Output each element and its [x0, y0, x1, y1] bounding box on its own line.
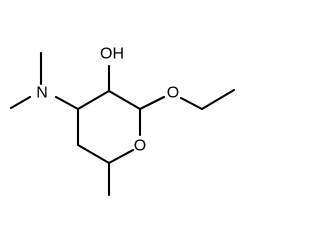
bond-ch2-ch3 [200, 88, 236, 111]
bond-nitrogen-methyl-left [9, 95, 32, 110]
bond-layer [9, 51, 236, 197]
hydroxyl-label: OH [100, 46, 124, 63]
bond-c3-c4 [76, 89, 111, 111]
amine-nitrogen-label: N [36, 85, 48, 102]
bond-c5-c6 [76, 143, 111, 165]
bond-c3-c2 [107, 89, 142, 111]
ring-oxygen-label: O [134, 138, 146, 155]
bond-ether-oxygen-ch2 [179, 96, 204, 111]
bond-c2-ether-oxygen [138, 95, 166, 111]
atom-label-layer: OH O O N [36, 46, 179, 155]
bond-c6-o-ring [107, 148, 135, 165]
ether-oxygen-label: O [167, 85, 179, 102]
bond-c4-nitrogen [54, 95, 80, 111]
molecule-structure: OH O O N [9, 45, 236, 197]
